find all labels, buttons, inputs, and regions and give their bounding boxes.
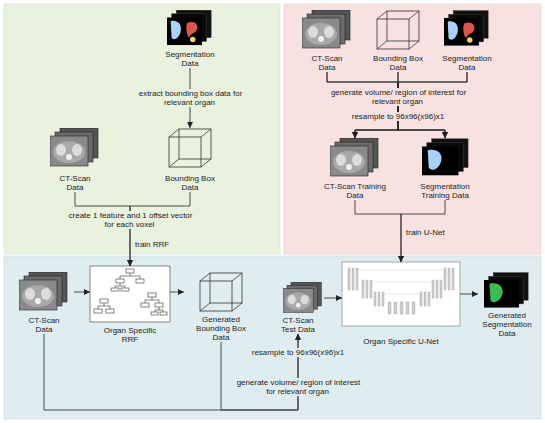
node-label: Bounding Box Data: [370, 54, 426, 72]
ct-scan-image: [19, 272, 67, 310]
annotation-text: resample to 96x96(x96)x1: [251, 348, 346, 357]
annotation-text: train U-Net: [405, 228, 446, 237]
ct-scan-image: [283, 282, 321, 312]
annotation-text: generate volume/ region of interest for …: [236, 378, 361, 396]
data-node: Generated Bounding Box Data: [184, 272, 258, 342]
unet-icon: [348, 268, 454, 314]
data-node: CT-Scan Test Data: [272, 282, 324, 334]
annotation-text: create 1 feature and 1 offset vector for…: [68, 211, 193, 229]
data-node: Segmentation Training Data: [415, 138, 475, 200]
edge-label-text: extract bounding box data for relevant o…: [138, 89, 243, 107]
tree-icons: [94, 269, 167, 315]
blue-panel: [4, 256, 541, 419]
connector-arrow: [324, 298, 342, 299]
node-label: CT-Scan Data: [22, 316, 66, 334]
green-panel: [4, 4, 280, 254]
connector-arrow: [130, 192, 190, 266]
connector-arrow: [170, 292, 184, 293]
segmentation-image: [422, 139, 468, 175]
annotation-text: resample to 96x96(x96)x1: [351, 112, 446, 121]
pink-panel: [284, 4, 541, 254]
bounding-box-image: [377, 11, 419, 49]
connector-arrow: [460, 294, 478, 295]
node-label: Bounding Box Data: [162, 174, 218, 192]
node-label: Segmentation Data: [439, 54, 495, 72]
annotation: generate volume/ region of interest for …: [328, 88, 468, 106]
node-label: CT-Scan Test Data: [276, 316, 320, 334]
segmentation-image: [167, 10, 211, 45]
annotation: generate volume/ region of interest for …: [233, 378, 363, 396]
ct-scan-image: [330, 138, 378, 176]
connector-arrow: [401, 200, 445, 262]
data-node: Bounding Box Data: [160, 128, 220, 192]
data-node: Generated Segmentation Data: [478, 272, 536, 338]
data-node: Organ Specific RRF: [90, 266, 170, 344]
connector-arrow: [355, 200, 401, 262]
data-node: CT-Scan Data: [298, 10, 356, 72]
node-label: Organ Specific U-Net: [346, 337, 456, 346]
node-label: Segmentation Data: [162, 50, 218, 68]
annotation: create 1 feature and 1 offset vector for…: [64, 211, 196, 229]
data-node: Bounding Box Data: [368, 10, 428, 72]
node-label: CT-Scan Data: [53, 174, 97, 192]
ct-scan-image: [302, 10, 350, 48]
node-label: Generated Bounding Box Data: [190, 315, 252, 342]
data-node: Segmentation Data: [162, 10, 218, 68]
annotation-text: generate volume/ region of interest for …: [330, 88, 466, 106]
annotation: train RRF: [134, 240, 194, 249]
annotation: resample to 96x96(x96)x1: [338, 112, 458, 121]
node-label: Organ Specific RRF: [100, 326, 160, 344]
data-node: Organ Specific U-Net: [342, 262, 460, 346]
unet-box: [342, 262, 460, 326]
segmentation-image: [484, 273, 528, 308]
connector-arrow: [44, 334, 298, 410]
data-node: CT-Scan Data: [45, 128, 105, 192]
node-label: Generated Segmentation Data: [476, 311, 538, 338]
annotation: train U-Net: [405, 228, 465, 237]
rrf-box: [90, 266, 170, 322]
node-label: CT-Scan Training Data: [324, 182, 386, 200]
annotation-text: train RRF: [134, 240, 170, 249]
annotation: resample to 96x96(x96)x1: [238, 348, 358, 357]
connector-arrow: [221, 334, 298, 410]
data-node: CT-Scan Data: [14, 272, 74, 334]
connector-arrow: [74, 292, 90, 293]
connector-arrow: [75, 192, 130, 266]
data-node: Segmentation Data: [436, 10, 498, 72]
bounding-box-image: [200, 273, 242, 311]
edge-label: extract bounding box data for relevant o…: [135, 89, 245, 107]
bounding-box-image: [169, 129, 211, 167]
node-label: CT-Scan Data: [305, 54, 349, 72]
segmentation-image: [444, 11, 488, 46]
node-label: Segmentation Training Data: [414, 182, 476, 200]
data-node: CT-Scan Training Data: [325, 138, 385, 200]
ct-scan-image: [50, 128, 98, 166]
